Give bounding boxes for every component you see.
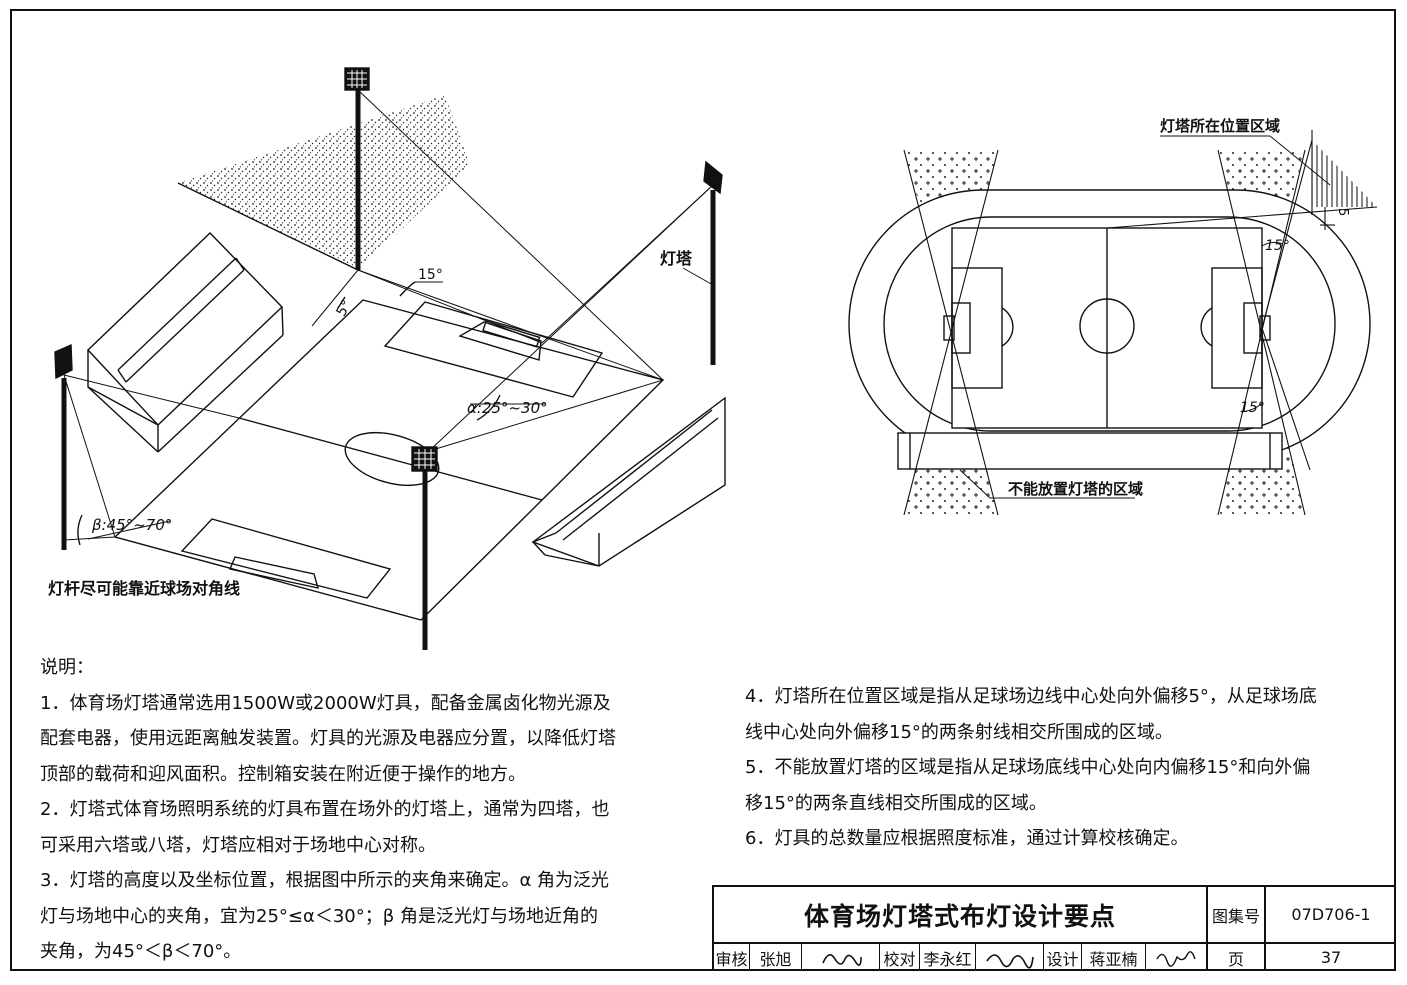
tower-zone-hatch <box>1312 140 1377 207</box>
note-line: 灯与场地中心的夹角，宜为25°≤α＜30°；β 角是泛光灯与场地近角的 <box>40 905 598 927</box>
label-alpha: α:25°~30° <box>467 399 548 417</box>
far-goal <box>482 320 541 348</box>
note-line: 夹角，为45°＜β＜70°。 <box>40 941 242 962</box>
note-line: 4．灯塔所在位置区域是指从足球场边线中心处向外偏移5°，从足球场底 <box>745 686 1317 707</box>
plan-center-circle <box>1079 298 1135 354</box>
far-penalty-box <box>383 301 604 398</box>
title-block: 体育场灯塔式布灯设计要点 图集号 07D706-1 审核 张旭 校对 李永红 设… <box>712 885 1396 971</box>
halfway-line <box>238 417 543 501</box>
check-label: 校对 <box>880 944 920 971</box>
far-stand-stipple <box>178 95 470 270</box>
note-line: 移15°的两条直线相交所围成的区域。 <box>745 792 1047 814</box>
sightline-alpha <box>428 184 714 452</box>
note-line: 6．灯具的总数量应根据照度标准，通过计算校核确定。 <box>745 828 1189 849</box>
label-angle-5-right: 5 <box>1335 208 1350 216</box>
design-label: 设计 <box>1044 944 1082 971</box>
note-line: 可采用六塔或八塔，灯塔应相对于场地中心对称。 <box>40 834 436 856</box>
page-label: 页 <box>1208 944 1266 971</box>
note-line: 2．灯塔式体育场照明系统的灯具布置在场外的灯塔上，通常为四塔，也 <box>40 799 610 820</box>
review-label: 审核 <box>714 944 750 971</box>
atlas-number-label: 图集号 <box>1208 887 1266 944</box>
label-angle-15-top: 15° <box>1265 238 1290 254</box>
notes-heading: 说明： <box>40 657 94 678</box>
center-circle <box>344 431 440 487</box>
light-tower-right <box>703 160 723 365</box>
review-signature <box>802 944 880 971</box>
design-signature <box>1146 944 1208 971</box>
light-tower-left <box>54 343 73 550</box>
note-line: 1．体育场灯塔通常选用1500W或2000W灯具，配备金属卤化物光源及 <box>40 692 611 714</box>
signature-mark <box>1156 950 1196 967</box>
light-tower-far <box>344 67 370 270</box>
zone-boundary-lines <box>903 130 1378 516</box>
check-signature <box>976 944 1044 971</box>
label-beta: β:45°~70° <box>91 516 172 534</box>
sightline-far-ground <box>357 269 664 381</box>
notes-left: 说明： 1．体育场灯塔通常选用1500W或2000W灯具，配备金属卤化物光源及 … <box>40 650 616 970</box>
page-number: 37 <box>1320 948 1342 967</box>
angle-arc-alpha <box>476 394 501 421</box>
design-name: 蒋亚楠 <box>1082 944 1146 971</box>
sightline-far-tower <box>357 89 664 381</box>
note-line: 线中心处向外偏移15°的两条射线相交所围成的区域。 <box>745 721 1173 743</box>
note-line: 配套电器，使用远距离触发装置。灯具的光源及电器应分置，以降低灯塔 <box>40 728 616 749</box>
check-name: 李永红 <box>920 944 976 971</box>
drawing-title: 体育场灯塔式布灯设计要点 <box>714 887 1208 944</box>
review-name: 张旭 <box>750 944 802 971</box>
stadium-plan-diagram <box>848 130 1378 516</box>
track-extension <box>897 432 1283 470</box>
signature-mark <box>821 953 862 966</box>
angle-arc-15 <box>399 281 416 297</box>
stadium-perspective-diagram <box>54 67 726 650</box>
near-penalty-box <box>180 518 392 599</box>
drawing-frame <box>10 9 1396 971</box>
light-tower-center <box>411 446 438 650</box>
notes-right: 4．灯塔所在位置区域是指从足球场边线中心处向外偏移5°，从足球场底 线中心处向外… <box>745 679 1317 857</box>
label-angle-15: 15° <box>418 267 443 283</box>
note-line: 3．灯塔的高度以及坐标位置，根据图中所示的夹角来确定。α 角为泛光 <box>40 870 610 891</box>
signature-mark <box>985 953 1034 969</box>
far-goal-area <box>458 321 542 361</box>
near-goal-area <box>229 556 319 589</box>
angle-arc-beta <box>77 514 83 546</box>
label-no-tower-zone: 不能放置灯塔的区域 <box>1008 480 1143 498</box>
left-stand <box>87 232 284 453</box>
pitch-outline <box>113 299 665 621</box>
caption-pole-diagonal: 灯杆尽可能靠近球场对角线 <box>48 579 240 598</box>
far-stand-edge <box>177 182 359 271</box>
right-stand <box>531 396 726 567</box>
atlas-number: 07D706-1 <box>1266 887 1396 944</box>
sightline-beta <box>63 374 116 538</box>
label-angle-15-bottom: 15° <box>1240 400 1265 416</box>
note-line: 顶部的载荷和迎风面积。控制箱安装在附近便于操作的地方。 <box>40 763 526 785</box>
note-line: 5．不能放置灯塔的区域是指从足球场底线中心处向内偏移15°和向外偏 <box>745 757 1311 778</box>
label-tower-zone: 灯塔所在位置区域 <box>1160 117 1280 135</box>
track-inner <box>883 216 1336 432</box>
label-tower: 灯塔 <box>660 249 693 268</box>
label-angle-5: 5° <box>334 297 356 319</box>
